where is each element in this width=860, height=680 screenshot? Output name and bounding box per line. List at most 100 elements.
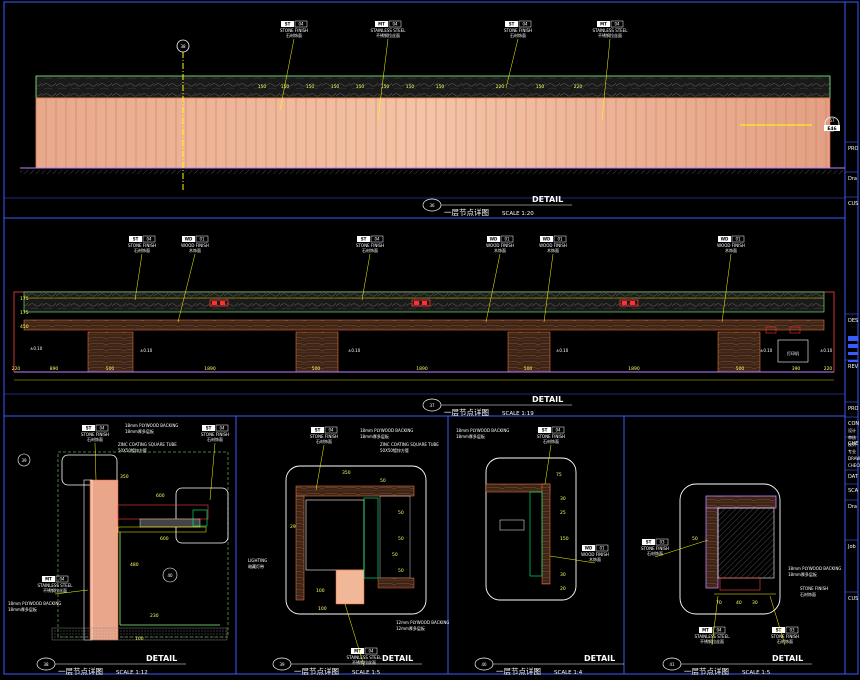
- tag-leader: [769, 595, 786, 646]
- detail-heading: DETAIL: [532, 195, 563, 204]
- tag-leader: [315, 444, 325, 491]
- base-block: [295, 331, 339, 373]
- dimension-label: 75: [556, 472, 562, 478]
- annotation-note: 18mm PLYWOOD BACKING: [456, 428, 509, 433]
- elevation-ref-box: [824, 125, 840, 131]
- title-block-label: Job: [847, 544, 856, 550]
- callout-bubble: [175, 487, 229, 544]
- annotation-note: 12mm PLYWOOD BACKING: [396, 620, 449, 625]
- dimension-label: 220: [12, 366, 21, 372]
- tag-number: 04: [555, 428, 561, 433]
- floor-hatch: [20, 170, 845, 174]
- side-wood: [295, 495, 305, 601]
- top-wood: [295, 485, 415, 497]
- outlet-socket: [414, 301, 419, 305]
- tag-number: 01: [199, 237, 205, 242]
- detail-number: 36: [429, 203, 435, 208]
- dimension-label: 175: [20, 310, 29, 316]
- dimension-label: 150: [406, 84, 415, 90]
- detail-scale: SCALE 1:19: [502, 411, 534, 417]
- title-block-label: SCA: [848, 488, 859, 494]
- title-block-note: 校对: [848, 441, 856, 447]
- tag-num-box: [731, 235, 745, 243]
- tag-cn: 木饰面: [189, 247, 201, 253]
- concrete-core: [717, 507, 775, 579]
- dimension-label: 150: [356, 84, 365, 90]
- title-block-label: REV: [848, 364, 859, 370]
- tag-cn: 木饰面: [494, 247, 506, 253]
- tag-name: STONE FINISH: [641, 546, 669, 551]
- detail-scale: SCALE 1:12: [116, 670, 148, 676]
- callout-label: 40: [167, 573, 173, 578]
- tag-name: STAINLESS STEEL: [347, 655, 383, 660]
- tag-code: MT: [702, 628, 709, 633]
- tag-leader: [505, 38, 519, 89]
- dimension-label: 220: [824, 366, 833, 372]
- tag-code-box: [129, 236, 142, 242]
- tag-code-box: [582, 545, 595, 551]
- dimension-label: 150: [560, 536, 569, 542]
- title-block-note: CHECK: [848, 463, 860, 468]
- tag-code-box: [351, 648, 364, 654]
- tag-code: MT: [45, 577, 52, 582]
- tag-leader: [94, 442, 97, 481]
- tag-number: 04: [328, 428, 334, 433]
- tag-num-box: [595, 544, 609, 552]
- detail-cn-title: 一层节点详图: [294, 666, 339, 676]
- dimension-label: 500: [736, 366, 745, 372]
- level-label: ±0.10: [140, 348, 153, 353]
- tag-num-box: [142, 235, 156, 243]
- tag-num-box: [655, 538, 669, 546]
- revision-bar: [848, 344, 858, 348]
- plywood-box: [379, 495, 411, 579]
- tag-cn: 不锈钢拉丝面: [376, 32, 400, 38]
- dimension-label: 30: [752, 600, 758, 606]
- detail-number: 39: [279, 662, 285, 667]
- tag-name: STONE FINISH: [310, 434, 338, 439]
- annotation-note: ZINC COATING SQUARE TUBE: [118, 442, 177, 447]
- tag-cn: 不锈钢拉丝面: [700, 638, 724, 644]
- annotation-note: 50X50镀锌方管: [380, 447, 409, 453]
- tag-code: ST: [133, 237, 139, 242]
- tag-cn: 石材饰面: [647, 550, 663, 556]
- dimension-label: 20: [560, 586, 566, 592]
- dimension-label: 175: [20, 296, 29, 302]
- square-tube: [363, 497, 379, 579]
- tag-num-box: [388, 20, 402, 28]
- tag-cn: 木饰面: [725, 247, 737, 253]
- detail-cn-title: 一层节点详图: [58, 666, 103, 676]
- outlet-icon: [619, 299, 639, 307]
- callout-label: 39: [21, 458, 27, 463]
- tag-cn: 不锈钢拉丝面: [43, 587, 67, 593]
- dimension-label: 150: [281, 84, 290, 90]
- dimension-label: 1890: [628, 366, 640, 372]
- annotation-note: 18mm厚多层板: [8, 606, 37, 612]
- detail-cn-title: 一层节点详图: [444, 407, 489, 417]
- tag-leader: [279, 38, 295, 111]
- tag-code: WD: [543, 237, 551, 242]
- revision-bar: [848, 352, 858, 355]
- tag-name: STONE FINISH: [504, 28, 532, 33]
- tag-number: 04: [392, 22, 398, 27]
- tag-number: 01: [504, 237, 510, 242]
- tag-code-box: [375, 21, 388, 27]
- outlet-icon: [789, 326, 801, 334]
- dimension-label: 30: [560, 496, 566, 502]
- detail-bubble: [285, 465, 427, 615]
- tag-code-box: [642, 539, 655, 545]
- tag-name: WOOD FINISH: [581, 552, 609, 557]
